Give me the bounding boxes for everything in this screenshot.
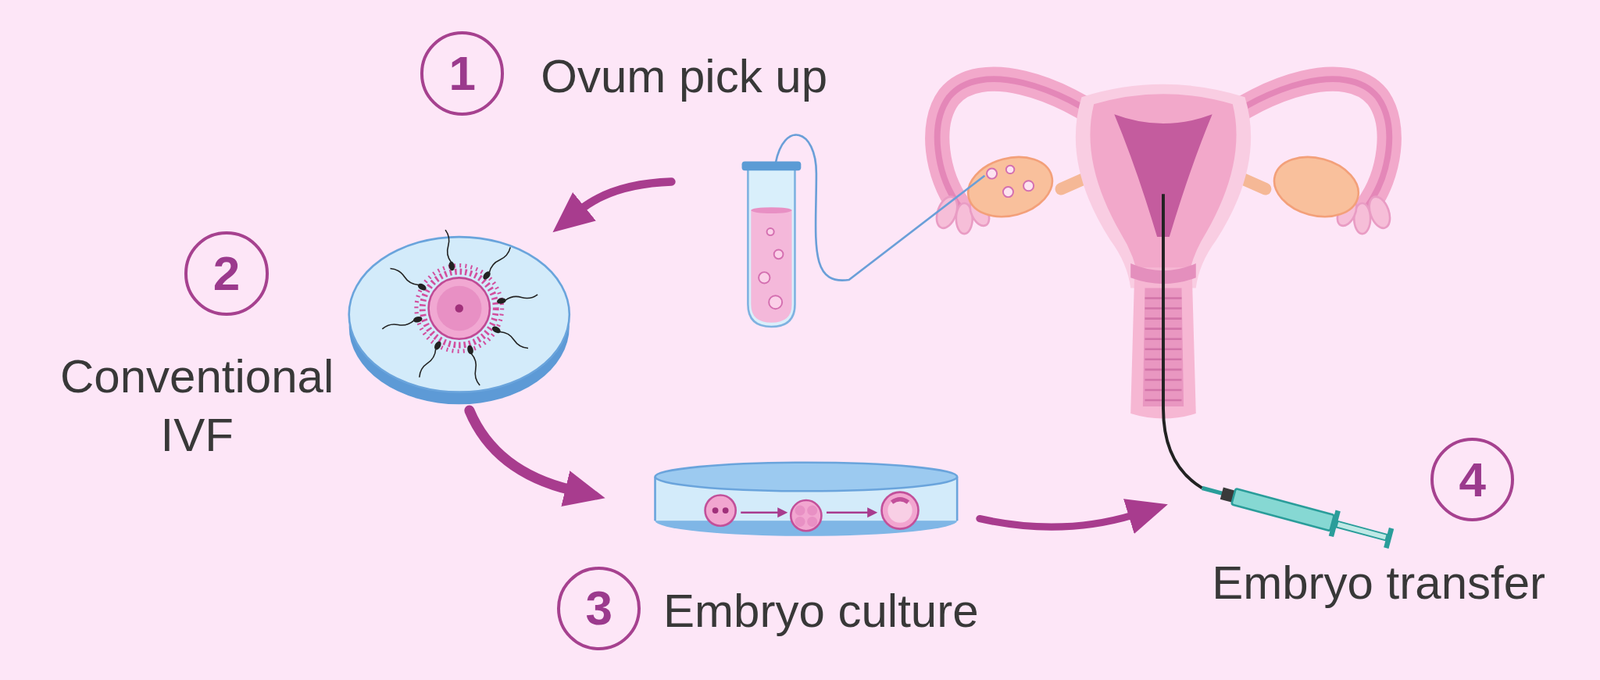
sperm — [389, 265, 428, 292]
sperm — [481, 245, 513, 281]
ovary — [961, 148, 1060, 226]
step-label: Embryo transfer — [1143, 553, 1600, 612]
plunger-thumb — [1383, 527, 1394, 549]
development-arrow — [826, 510, 870, 514]
dish-edge — [653, 476, 657, 521]
catheter — [1163, 193, 1203, 488]
sperm — [490, 325, 529, 351]
sperm-tail — [469, 353, 483, 386]
sperm-head — [448, 260, 456, 272]
blastocyst — [881, 492, 918, 529]
zygote — [705, 495, 736, 526]
liquid-surface — [750, 207, 792, 214]
sperm-head — [412, 315, 423, 324]
pronucleus — [712, 507, 719, 514]
sperm-tail — [417, 347, 438, 379]
blastocoel — [887, 497, 912, 522]
dish-top — [655, 462, 958, 492]
plunger-rod — [1335, 521, 1387, 540]
follicle — [1003, 186, 1014, 197]
oocyte — [436, 285, 482, 331]
step-circle: 4Embryo transfer — [1430, 437, 1515, 522]
blastomere — [794, 516, 805, 527]
step-circle: 2Conventional IVF — [184, 231, 268, 315]
step-circle: 3Embryo culture — [557, 566, 641, 650]
inner-cell-mass — [892, 499, 909, 503]
tube-cap — [742, 160, 802, 171]
process-arrow — [979, 514, 1136, 527]
corona-radiata — [416, 265, 503, 352]
corona-radiata — [422, 271, 497, 345]
blastomere — [807, 516, 818, 527]
sperm-head — [496, 296, 507, 304]
sperm-head — [466, 344, 475, 355]
oocyte-bubble — [768, 295, 783, 309]
sperm-tail — [487, 246, 512, 274]
sperm-head — [481, 270, 492, 282]
sperm-group — [381, 228, 538, 386]
follicle — [986, 168, 997, 179]
sperm-tail — [382, 318, 415, 332]
step-label: Conventional IVF — [49, 347, 346, 465]
syringe-tip — [1201, 485, 1225, 496]
culture-dish — [655, 462, 958, 536]
sperm-head — [432, 339, 443, 351]
blastomere — [807, 505, 818, 516]
sperm-tail — [389, 266, 420, 286]
callout-number: 1 — [448, 49, 475, 98]
follicle — [1006, 165, 1015, 174]
oocyte-bubble — [758, 271, 770, 283]
step-label: Embryo culture — [663, 582, 979, 640]
oocyte-bubble — [767, 228, 775, 236]
nucleus — [455, 303, 464, 312]
sperm-tail — [505, 292, 539, 302]
dish-top — [349, 236, 570, 393]
syringe — [1198, 475, 1395, 552]
tube-glass — [747, 166, 795, 327]
step-circle: 1Ovum pick up — [420, 31, 504, 115]
callout-number: 2 — [213, 249, 240, 298]
sperm-head — [416, 282, 428, 292]
aspiration-line — [775, 135, 986, 281]
process-arrow — [469, 410, 572, 490]
oocyte-bubble — [774, 249, 784, 259]
sperm — [417, 339, 443, 379]
sperm-tail — [442, 229, 453, 263]
test-tube — [742, 160, 802, 327]
dish-edge — [956, 476, 959, 521]
pronucleus — [722, 507, 729, 514]
sperm — [442, 228, 455, 271]
tube-liquid — [750, 210, 792, 323]
process-arrow — [579, 182, 672, 211]
callout-number: 3 — [585, 583, 612, 633]
sperm — [381, 315, 423, 333]
callout-number: 4 — [1458, 455, 1486, 504]
sperm-head — [490, 325, 502, 335]
sperm — [496, 291, 538, 304]
development-arrow — [740, 510, 780, 514]
ovary — [1267, 148, 1365, 226]
morula — [790, 500, 822, 531]
petri-dish — [349, 228, 570, 404]
step-label: Ovum pick up — [540, 47, 828, 106]
follicle — [1023, 180, 1034, 191]
syringe-barrel — [1231, 488, 1335, 531]
sperm — [466, 344, 483, 386]
sperm-tail — [499, 329, 530, 350]
zona-pellucida — [428, 277, 490, 339]
blastomere — [794, 505, 805, 516]
